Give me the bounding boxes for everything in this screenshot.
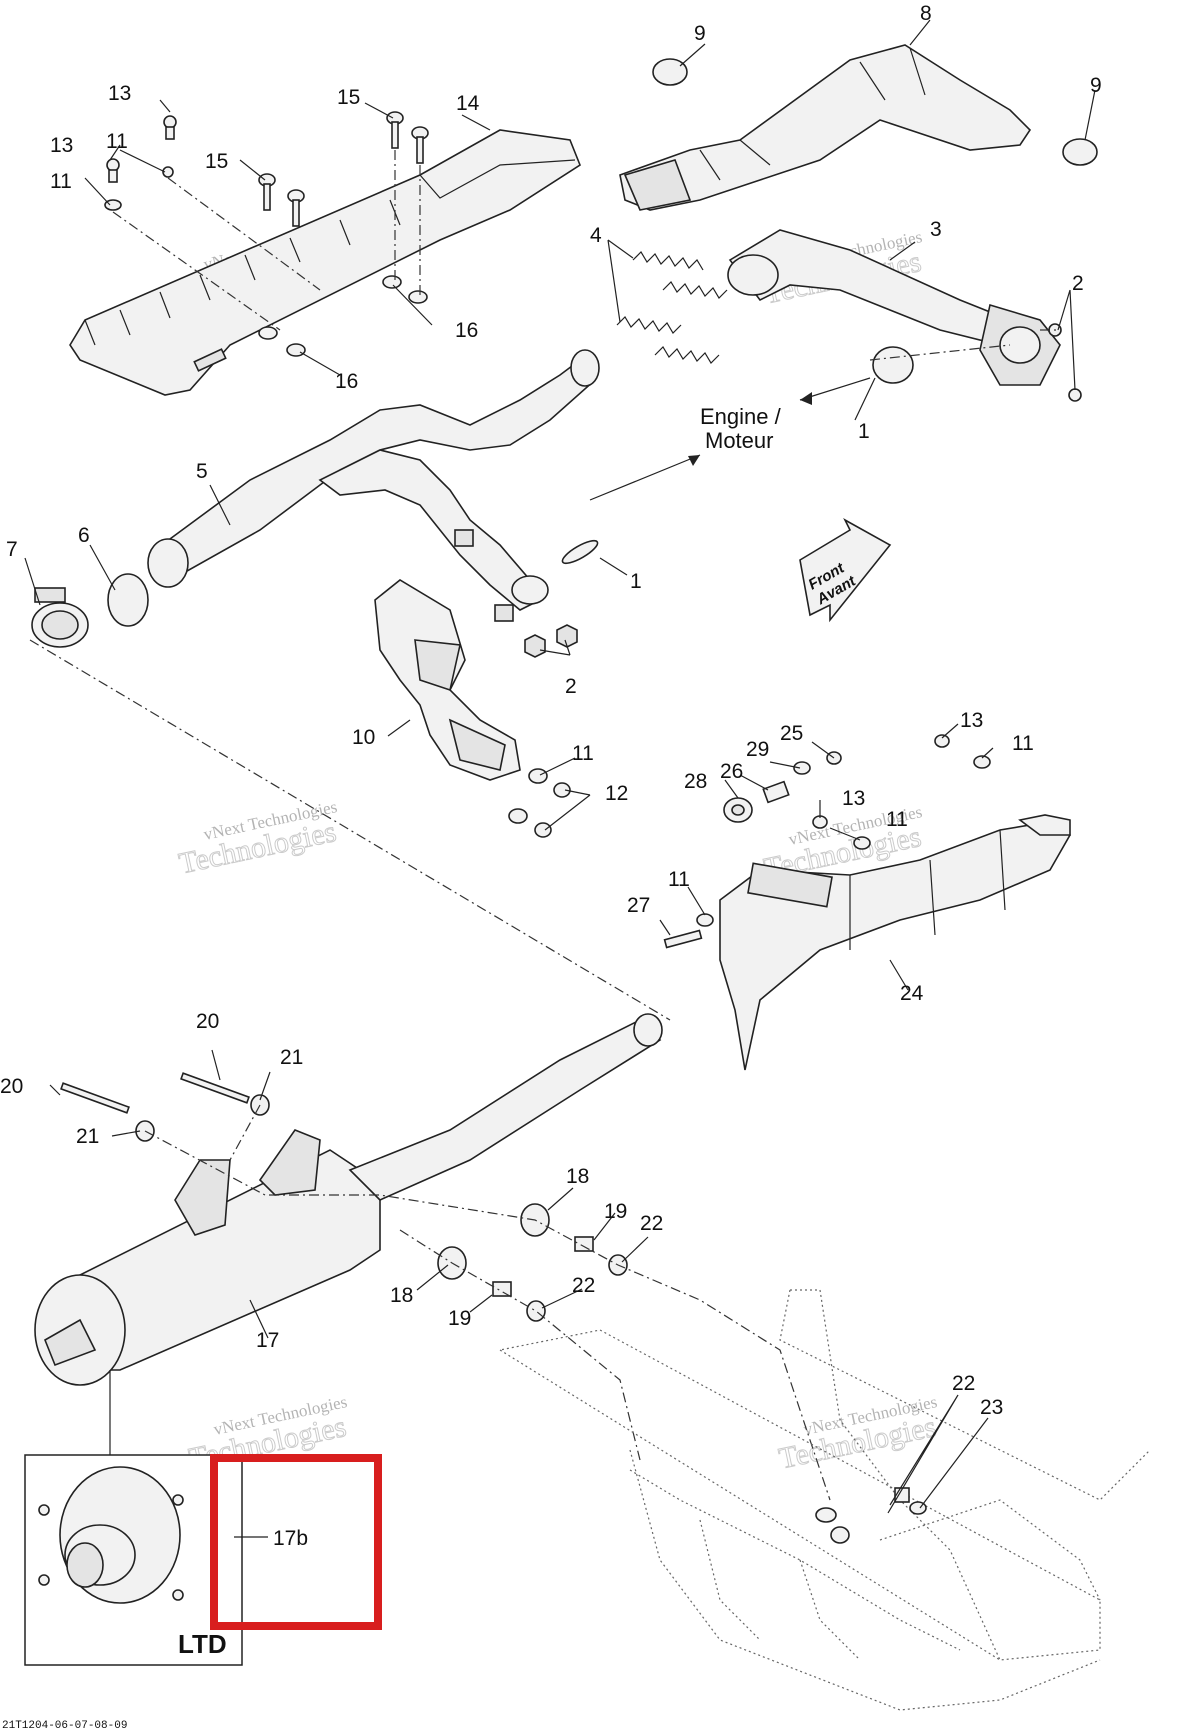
engine-direction: Engine / Moteur (589, 377, 871, 501)
header-pipe-3 (727, 229, 1082, 402)
callout-3: 3 (930, 218, 942, 241)
moteur-label: Moteur (705, 428, 773, 453)
callout-13: 13 (108, 82, 131, 105)
callout-24: 24 (900, 982, 924, 1005)
muffler-17 (34, 1013, 663, 1386)
callout-17: 17 (256, 1329, 279, 1352)
fasteners-right (663, 734, 991, 949)
callout-12: 12 (605, 782, 628, 805)
callout-20: 20 (0, 1075, 23, 1098)
callout-18: 18 (566, 1165, 589, 1188)
callout-26: 26 (720, 760, 743, 783)
ltd-inset: LTD (24, 1454, 243, 1666)
fasteners-top-left (104, 111, 429, 357)
callout-13: 13 (50, 134, 73, 157)
callout-22: 22 (952, 1372, 975, 1395)
springs-4 (616, 251, 728, 364)
engine-label: Engine / (700, 404, 782, 429)
callout-11: 11 (50, 170, 72, 193)
ltd-label: LTD (178, 1629, 227, 1659)
callout-14: 14 (456, 92, 480, 115)
heat-shield-24 (719, 814, 1071, 1071)
callout-11: 11 (668, 868, 690, 891)
callout-25: 25 (780, 722, 803, 745)
heat-shield-10 (374, 579, 521, 781)
callout-16: 16 (335, 370, 358, 393)
ring-6-clamp-7 (31, 573, 149, 648)
callout-18: 18 (390, 1284, 413, 1307)
callout-22: 22 (572, 1274, 595, 1297)
callout-29: 29 (746, 738, 769, 761)
highlight-box (210, 1454, 382, 1630)
callout-11: 11 (886, 808, 908, 831)
callout-20: 20 (196, 1010, 219, 1033)
callout-11: 11 (1012, 732, 1034, 755)
callout-27: 27 (627, 894, 650, 917)
callout-10: 10 (352, 726, 375, 749)
callout-11: 11 (572, 742, 594, 765)
drawing-code: 21T1204-06-07-08-09 (2, 1720, 127, 1732)
callout-5: 5 (196, 460, 208, 483)
fasteners-mid (508, 768, 571, 838)
muffler-mounts (60, 1072, 628, 1322)
callout-19: 19 (604, 1200, 627, 1223)
callout-7: 7 (6, 538, 18, 561)
y-pipe-5 (147, 349, 600, 622)
callout-16: 16 (455, 319, 478, 342)
callout-23: 23 (980, 1396, 1003, 1419)
callout-13: 13 (842, 787, 865, 810)
gasket-nuts-lower (524, 539, 599, 658)
front-direction-arrow: Front Avant (799, 518, 892, 623)
callout-6: 6 (78, 524, 90, 547)
callout-17b: 17b (273, 1527, 308, 1550)
heat-shield-14 (69, 129, 581, 396)
callout-21: 21 (280, 1046, 303, 1069)
vehicle-frame (498, 1289, 1151, 1711)
callout-1: 1 (858, 420, 870, 443)
assembly-lines (29, 639, 831, 1501)
callout-8: 8 (920, 2, 932, 25)
callout-9: 9 (1090, 74, 1102, 97)
callout-labels: 13 13 11 11 15 15 14 16 16 8 9 9 4 3 2 1… (0, 2, 1102, 1550)
callout-22: 22 (640, 1212, 663, 1235)
callout-15: 15 (337, 86, 360, 109)
callout-4: 4 (590, 224, 602, 247)
leader-lines (24, 19, 1096, 1538)
callout-19: 19 (448, 1307, 471, 1330)
callout-2: 2 (565, 675, 577, 698)
callout-21: 21 (76, 1125, 99, 1148)
callout-1: 1 (630, 570, 642, 593)
callout-13: 13 (960, 709, 983, 732)
callout-9: 9 (694, 22, 706, 45)
callout-28: 28 (684, 770, 707, 793)
callout-2: 2 (1072, 272, 1084, 295)
callout-11: 11 (106, 130, 128, 153)
callout-15: 15 (205, 150, 228, 173)
heat-shield-8 (619, 44, 1098, 211)
